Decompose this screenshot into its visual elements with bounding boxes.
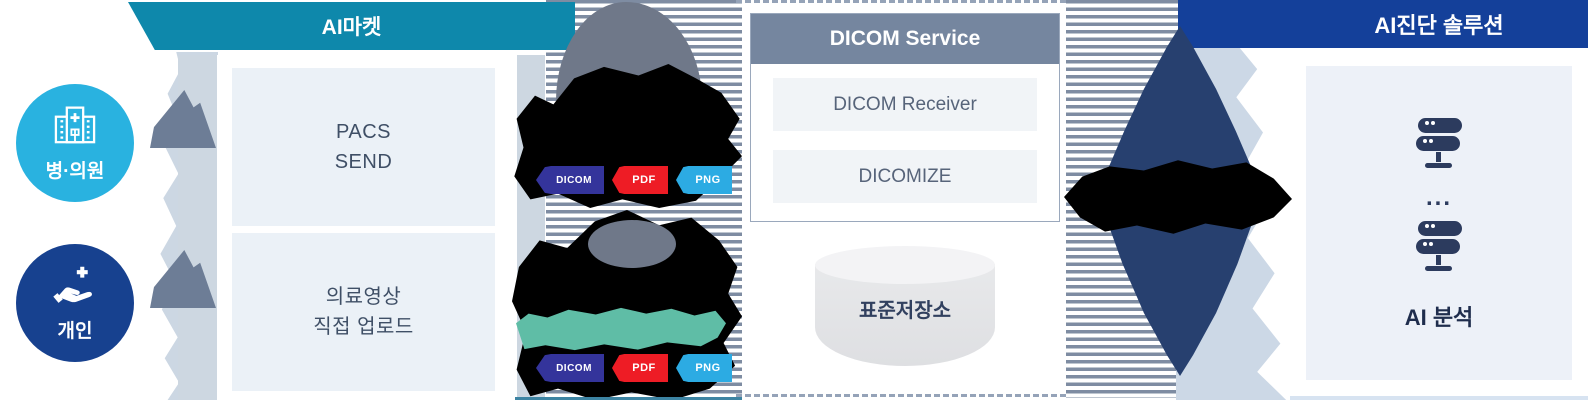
ai-analysis-label: AI 분석 xyxy=(1404,305,1474,330)
server-icon xyxy=(1408,114,1470,179)
dicom-service-title: DICOM Service xyxy=(829,27,981,50)
standard-storage-label: 표준저장소 xyxy=(859,300,951,322)
dicom-badge: DICOM xyxy=(536,166,604,194)
hand-plus-icon xyxy=(52,264,98,310)
png-badge: PNG xyxy=(676,166,732,194)
server-ellipsis: ... xyxy=(1425,184,1452,211)
png-badge: PNG xyxy=(676,354,732,382)
pdf-badge-label: PDF xyxy=(632,174,656,186)
dicom-receiver-label: DICOM Receiver xyxy=(833,93,977,115)
pdf-badge-label: PDF xyxy=(632,362,656,374)
ai-solution-title: AI진단 솔루션 xyxy=(1374,13,1504,38)
ai-market-header: AI마켓 xyxy=(128,2,575,50)
gray-ellipse-shape xyxy=(588,220,676,268)
dicom-badge-label: DICOM xyxy=(556,362,592,374)
dicom-badge-label: DICOM xyxy=(556,174,592,186)
direct-upload-line1: 의료영상 xyxy=(325,286,402,308)
standard-storage-cylinder: 표준저장소 xyxy=(815,246,995,366)
source-personal-circle: 개인 xyxy=(16,244,134,362)
bottom-line-middle xyxy=(515,397,742,400)
ai-solution-header: AI진단 솔루션 xyxy=(1178,0,1588,48)
pdf-badge: PDF xyxy=(612,166,668,194)
pacs-send-line2: SEND xyxy=(334,151,393,173)
bottom-line-right xyxy=(1290,396,1588,400)
dicom-badge: DICOM xyxy=(536,354,604,382)
dicom-receiver-item: DICOM Receiver xyxy=(773,78,1037,131)
dicomize-item: DICOMIZE xyxy=(773,150,1037,203)
redacted-band-right xyxy=(1064,160,1292,234)
dicomize-label: DICOMIZE xyxy=(858,165,952,187)
direct-upload-box: 의료영상 직접 업로드 xyxy=(232,233,495,391)
png-badge-label: PNG xyxy=(695,174,721,186)
direct-upload-line2: 직접 업로드 xyxy=(313,316,414,338)
service-zone-dashed-top xyxy=(736,0,1066,3)
pacs-send-line1: PACS xyxy=(336,121,391,143)
source-personal-label: 개인 xyxy=(57,320,93,342)
source-hospital-circle: 병·의원 xyxy=(16,84,134,202)
server-icon xyxy=(1408,217,1470,282)
pdf-badge: PDF xyxy=(612,354,668,382)
pacs-send-box: PACS SEND xyxy=(232,68,495,226)
file-badges-row-lower: DICOM PDF PNG xyxy=(536,354,732,382)
cylinder-top xyxy=(815,246,995,284)
file-badges-row-upper: DICOM PDF PNG xyxy=(536,166,732,194)
png-badge-label: PNG xyxy=(695,362,721,374)
ai-market-title: AI마켓 xyxy=(321,16,382,39)
ai-solution-panel: ... AI 분석 xyxy=(1306,66,1572,380)
service-zone-dashed-bottom xyxy=(736,394,1066,397)
hospital-icon xyxy=(53,104,97,150)
dicom-service-header: DICOM Service xyxy=(751,14,1059,64)
dicom-service-box: DICOM Service DICOM Receiver DICOMIZE xyxy=(750,13,1060,222)
source-hospital-label: 병·의원 xyxy=(45,160,105,182)
